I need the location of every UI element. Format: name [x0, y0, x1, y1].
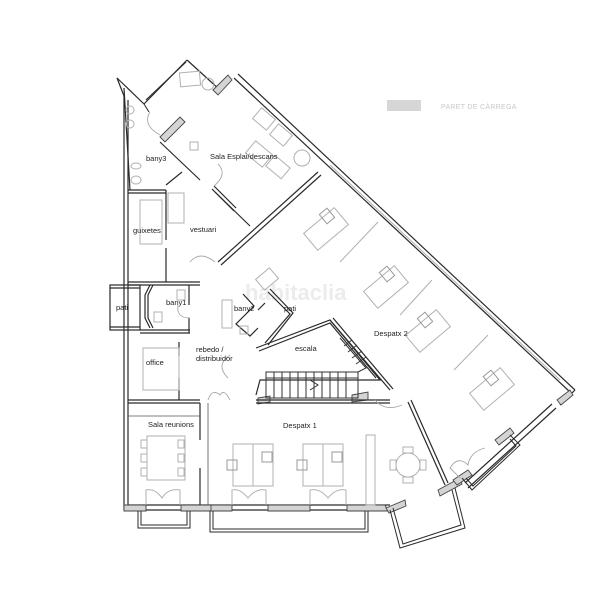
label-office: office: [146, 358, 164, 367]
label-sala-reunions: Sala reunions: [148, 420, 194, 429]
room-labels: Sala Esplai/descans bany3 guixetes vestu…: [116, 152, 408, 430]
label-rebedo: rebedo /: [196, 345, 224, 354]
furniture: [125, 70, 561, 506]
label-pati-left: pati: [116, 303, 128, 312]
legend-bearing-wall-swatch: [387, 100, 421, 111]
interior-walls: [109, 87, 449, 505]
balconies: [137, 434, 521, 549]
label-despatx1: Despatx 1: [283, 421, 317, 430]
label-bany1: bany1: [166, 298, 186, 307]
label-bany3: bany3: [146, 154, 166, 163]
label-distribuidor: distribuidor: [196, 354, 233, 363]
label-escala: escala: [295, 344, 318, 353]
label-pati-center: pati: [284, 304, 296, 313]
legend-label: PARET DE CÀRREGA: [441, 102, 517, 111]
staircase: [265, 337, 367, 399]
watermark: habitaclia: [245, 280, 347, 305]
label-bany2: bany2: [234, 304, 254, 313]
label-vestuari: vestuari: [190, 225, 217, 234]
label-sala-esplai: Sala Esplai/descans: [210, 152, 278, 161]
bearing-walls: [123, 74, 574, 514]
label-despatx2: Despatx 2: [374, 329, 408, 338]
legend: PARET DE CÀRREGA: [387, 100, 517, 111]
doors: [145, 111, 486, 505]
label-guixetes: guixetes: [133, 226, 161, 235]
